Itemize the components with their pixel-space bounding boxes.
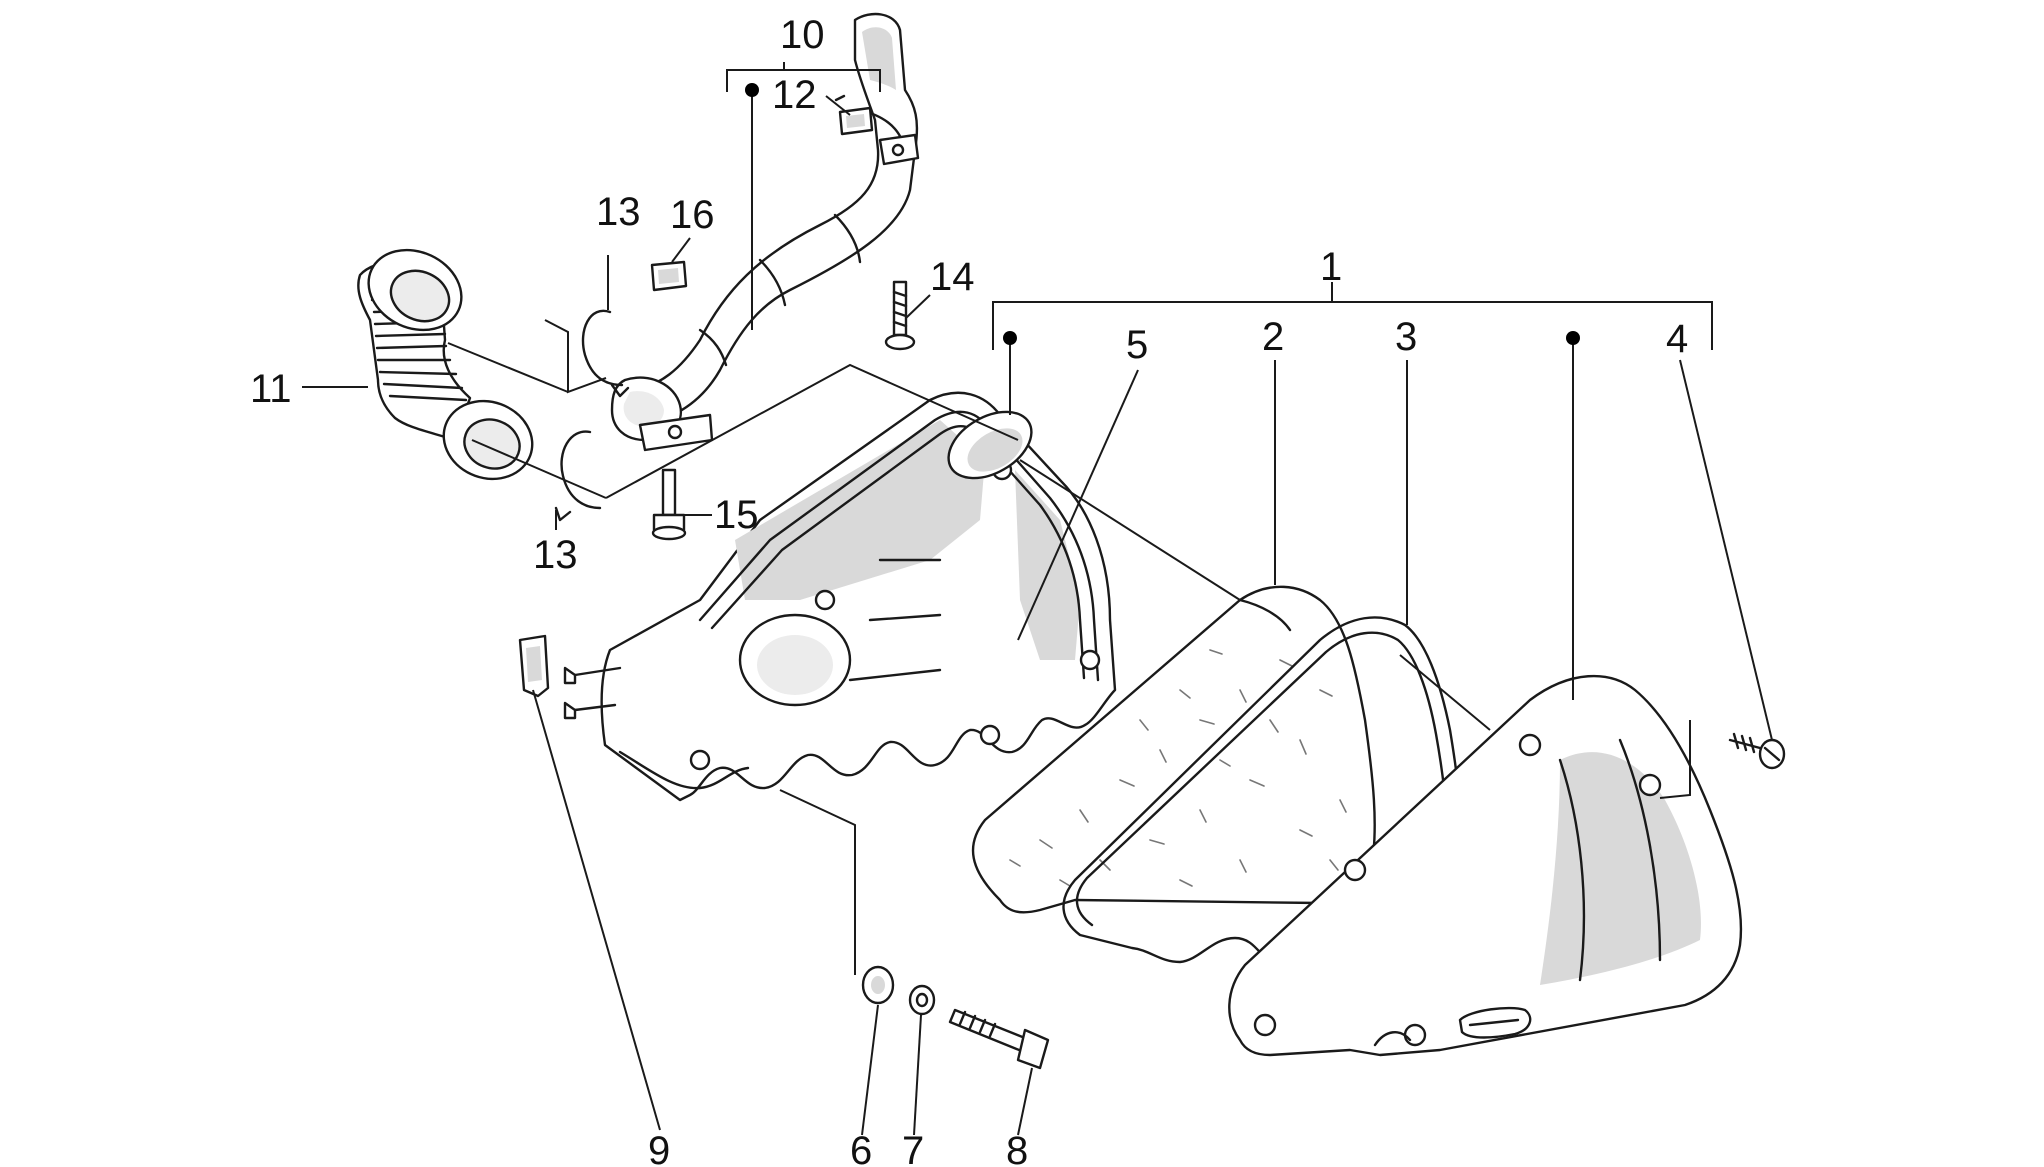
dot-marker-1b: [1566, 331, 1580, 345]
callout-16: 16: [670, 193, 715, 237]
callout-11: 11: [250, 367, 292, 411]
washer-7: [908, 984, 936, 1016]
grommet-6: [861, 965, 895, 1005]
callout-1: 1: [1320, 245, 1342, 289]
filter-cover: [1228, 674, 1743, 1057]
callout-3: 3: [1395, 315, 1417, 359]
clip-9: [518, 634, 550, 698]
bolt-8: [948, 1008, 1050, 1070]
screw-14: [884, 280, 916, 351]
callout-labels: 1 2 3 4 5 6 7 8 9 10 11 12 13 13 14 15 1…: [250, 13, 1688, 1167]
callout-6: 6: [850, 1129, 872, 1167]
callout-15: 15: [714, 493, 759, 537]
callout-8: 8: [1006, 1129, 1028, 1167]
clip-nut-12: [834, 94, 874, 136]
leader-lines: [302, 62, 1773, 1136]
air-box-housing: [563, 391, 1117, 802]
intake-pipe: [610, 12, 920, 452]
hose-clamp-upper: [581, 309, 630, 398]
dot-marker-1a: [1003, 331, 1017, 345]
callout-9: 9: [648, 1129, 670, 1167]
dot-marker-10: [745, 83, 759, 97]
corrugated-hose: [357, 248, 534, 481]
callout-14: 14: [930, 255, 975, 299]
callout-13-upper: 13: [596, 190, 641, 234]
callout-13-lower: 13: [533, 533, 578, 577]
callout-5: 5: [1126, 323, 1148, 367]
callout-10: 10: [780, 13, 825, 57]
cover-screw-4: [1728, 732, 1786, 770]
hose-clamp-lower: [554, 430, 602, 522]
group-dots: [745, 83, 1580, 345]
callout-2: 2: [1262, 315, 1284, 359]
callout-12: 12: [772, 73, 817, 117]
callout-7: 7: [902, 1129, 924, 1167]
bolt-15: [651, 468, 687, 541]
callout-4: 4: [1666, 317, 1688, 361]
clip-nut-16: [650, 260, 688, 292]
